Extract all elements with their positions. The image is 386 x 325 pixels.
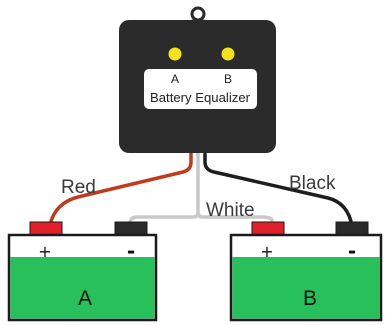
battery-a-name: A xyxy=(78,287,92,310)
black-wire-label: Black xyxy=(289,173,336,194)
battery-b-positive-terminal xyxy=(251,221,285,236)
led-a xyxy=(168,47,182,61)
battery-b-plus-sign: + xyxy=(260,242,273,261)
battery-b-name: B xyxy=(303,287,317,310)
white-wire-label: White xyxy=(206,200,255,221)
battery-equalizer-device: A B Battery Equalizer xyxy=(119,6,276,153)
battery-b: + - B xyxy=(229,221,383,322)
battery-a-minus-sign: - xyxy=(127,239,135,263)
white-wire xyxy=(128,150,274,229)
wires xyxy=(48,150,354,229)
black-wire xyxy=(203,150,354,228)
battery-b-minus-sign: - xyxy=(348,239,356,263)
led-b-label: B xyxy=(224,72,232,86)
red-wire-label: Red xyxy=(61,177,96,198)
battery-a-positive-terminal xyxy=(29,221,63,236)
red-wire xyxy=(48,150,193,227)
battery-a-plus-sign: + xyxy=(38,242,51,261)
device-label-plate xyxy=(144,69,257,109)
hanging-hole-ring xyxy=(190,6,206,22)
battery-a-negative-terminal xyxy=(114,221,148,236)
battery-b-negative-terminal xyxy=(335,221,369,236)
led-a-label: A xyxy=(171,72,179,86)
battery-b-fill xyxy=(232,257,380,319)
battery-a-fill xyxy=(10,257,155,319)
led-b xyxy=(221,47,235,61)
device-name: Battery Equalizer xyxy=(150,91,250,105)
battery-a: + - A xyxy=(7,221,158,322)
